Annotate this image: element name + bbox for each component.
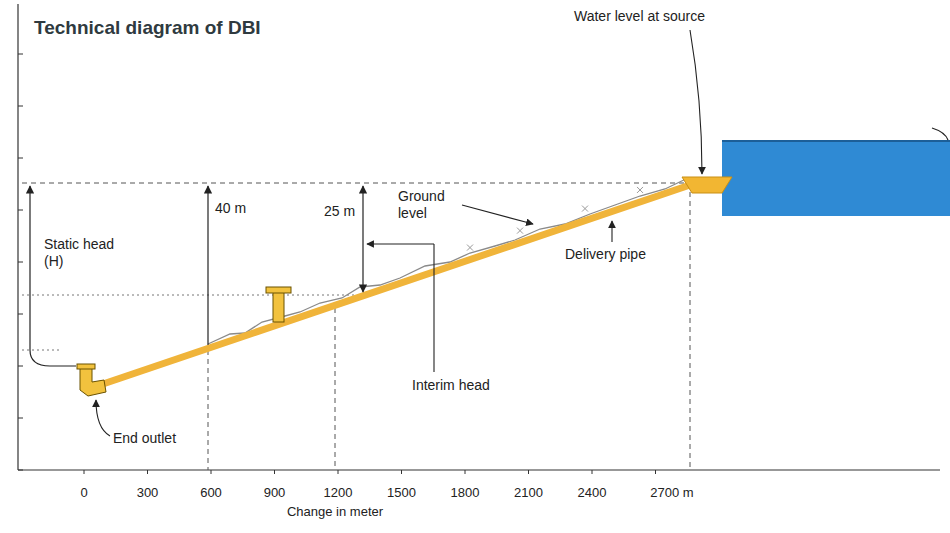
water-source: [722, 140, 950, 216]
static-head-label: Static head (H): [44, 236, 116, 270]
axis-tick-label: 0: [80, 484, 87, 501]
axis-tick-label: 600: [200, 484, 222, 501]
diagram-title: Technical diagram of DBI: [34, 17, 261, 39]
ground-line: [208, 178, 688, 344]
leader-line: [611, 221, 612, 242]
dimension-arrow: [362, 186, 363, 292]
delivery-pipe: [100, 185, 690, 385]
y-axis: [17, 4, 18, 470]
axis-title: Change in meter: [287, 503, 383, 520]
leader-line: [462, 205, 533, 224]
axis-tick-label: 900: [264, 484, 286, 501]
x-ticks: [84, 470, 656, 474]
source-level-line: [22, 183, 700, 184]
interim-level-line: [22, 295, 362, 296]
dimension-label: 25 m: [324, 203, 355, 220]
source-mark: [932, 128, 948, 140]
interim-head-label: Interim head: [412, 377, 490, 394]
axis-tick-label: 2100: [514, 484, 543, 501]
outlet-level-line: [22, 350, 60, 351]
axis-tick-label: 1500: [387, 484, 416, 501]
inlet-chamber: [682, 177, 732, 193]
leader-line: [433, 244, 434, 372]
interim-outlet: [266, 287, 291, 322]
chainage-line: [208, 350, 209, 470]
leader-line: [96, 400, 110, 436]
end-outlet: [77, 364, 106, 396]
axis-tick-label: 2400: [578, 484, 607, 501]
axis-tick-label: 1200: [324, 484, 353, 501]
source-label: Water level at source: [574, 8, 705, 25]
static-head-arrow: [29, 186, 30, 350]
outlet-label: End outlet: [113, 430, 176, 447]
leader-line: [690, 30, 702, 174]
ground-label: Ground level: [398, 188, 460, 222]
water-surface: [722, 140, 950, 142]
axis-tick-label: 2700 m: [650, 484, 693, 501]
chainage-line: [690, 192, 691, 470]
axis-tick-label: 300: [137, 484, 159, 501]
pipe-label: Delivery pipe: [565, 246, 646, 263]
dimension-arrow: [207, 186, 208, 345]
ground-marks: [467, 187, 643, 251]
leader-line: [367, 243, 434, 244]
x-axis: [18, 469, 940, 470]
chainage-line: [335, 308, 336, 470]
static-head-arrow: [30, 350, 76, 366]
y-ticks: [18, 54, 23, 470]
axis-tick-label: 1800: [451, 484, 480, 501]
dimension-label: 40 m: [215, 200, 246, 217]
